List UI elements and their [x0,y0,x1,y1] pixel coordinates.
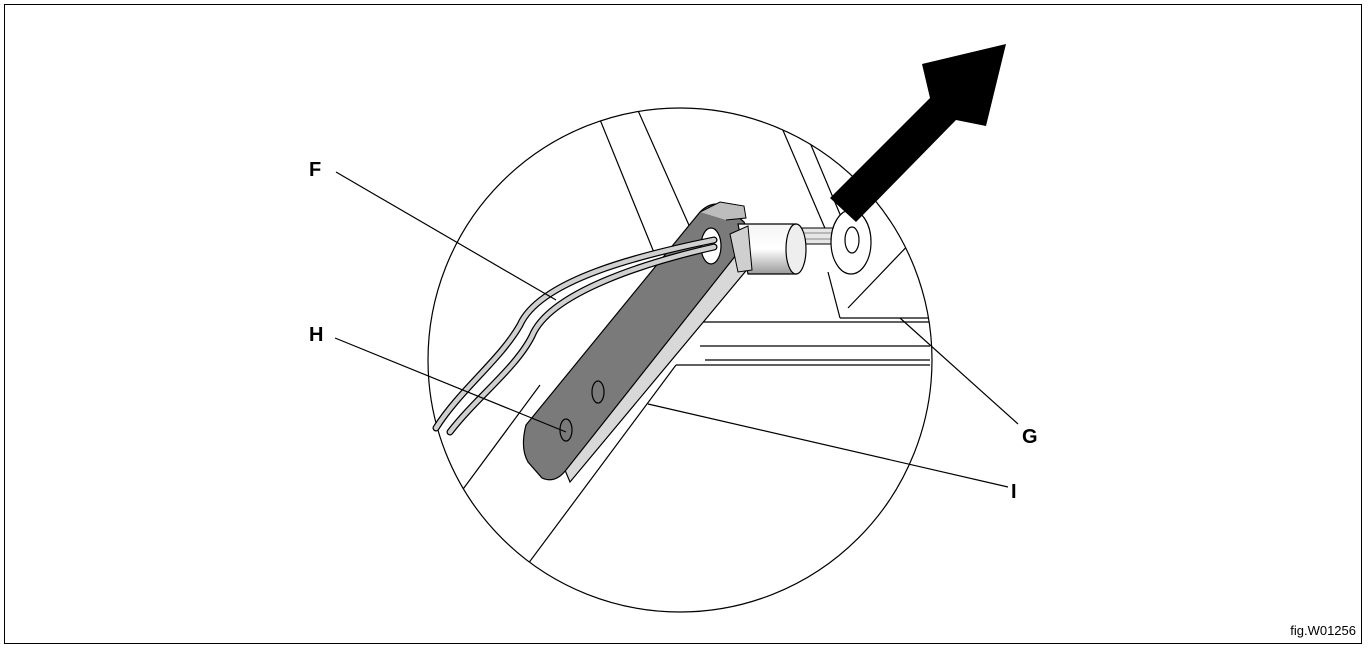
cable [432,236,718,436]
pull-direction-arrow [830,44,1006,222]
sleeve [729,223,807,275]
callout-h: H [309,324,324,346]
callout-f: F [309,159,322,181]
callout-i: I [1011,481,1017,503]
leader-lines [334,171,1019,488]
background-structure [454,108,930,612]
figure-frame [4,4,1362,644]
figure-reference: fig.W01256 [1290,623,1356,638]
mounting-hole [830,209,872,275]
callout-g: G [1022,426,1038,448]
